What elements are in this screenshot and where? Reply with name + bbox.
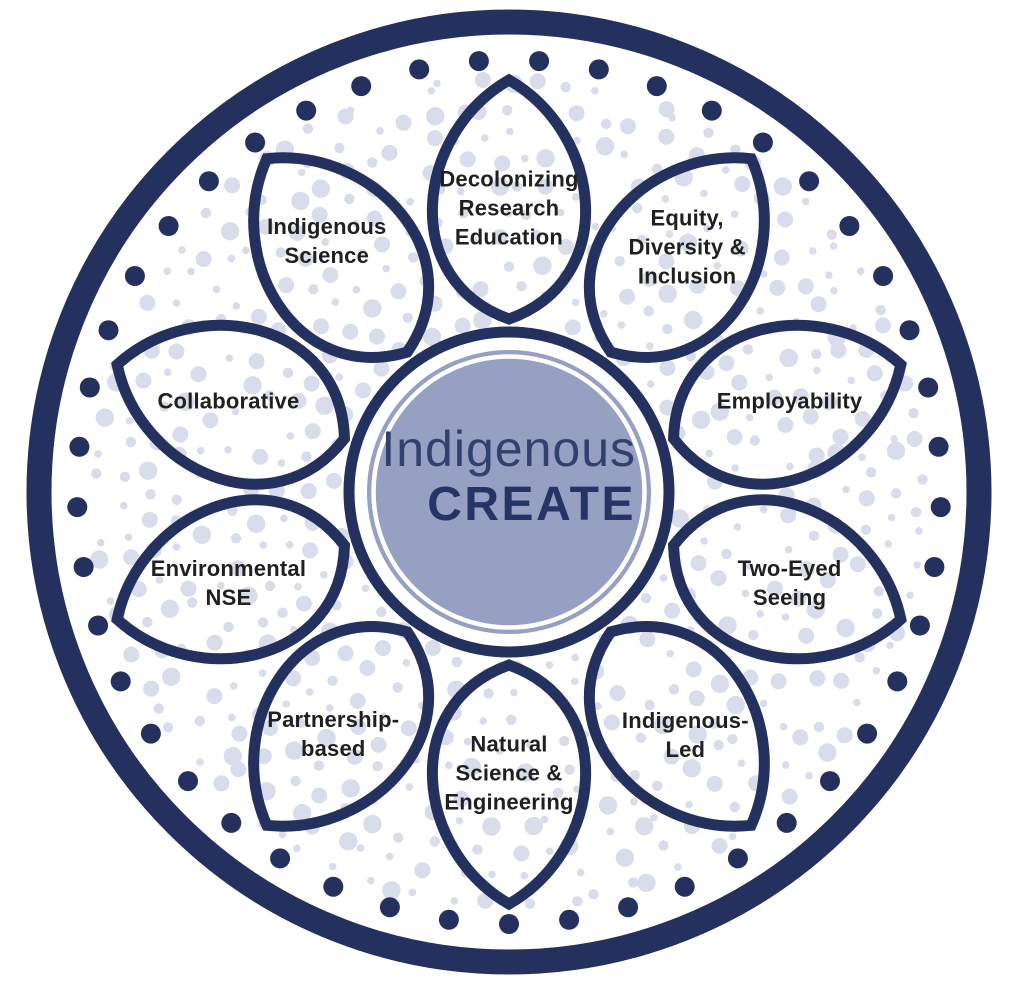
petal-label-line: Education [454, 224, 564, 250]
petal-label-line: based [300, 735, 366, 761]
petal-label-line: Indigenous- [621, 707, 749, 733]
petal-label-line: Diversity & [628, 234, 746, 260]
petal-label-line: Environmental [150, 556, 307, 582]
center-title-line2: CREATE [427, 478, 636, 531]
petal-label-line: Research [458, 195, 560, 221]
petal-outline-natural-science-engineering [427, 659, 591, 911]
petal-outline-indigenous-led [584, 621, 770, 832]
petal-label-line: Partnership- [267, 706, 400, 732]
petal-label-line: Inclusion [637, 263, 737, 289]
petal-outline-employability [667, 319, 907, 490]
petal-label-line: Decolonizing [439, 166, 579, 192]
center-inner-ring [371, 354, 647, 630]
petal-label-line: Led [665, 736, 706, 762]
petal-label-line: Indigenous [267, 214, 387, 240]
petal-outline-decolonizing-research-education [427, 73, 591, 325]
petal-ring [111, 73, 907, 911]
petal-label-equity-diversity-inclusion: Equity, Diversity & Inclusion [577, 203, 797, 290]
petal-outline-partnership-based [248, 621, 434, 832]
petal-label-line: Natural [470, 731, 548, 757]
petal-label-line: Seeing [752, 585, 827, 611]
petal-label-indigenous-led: Indigenous- Led [575, 706, 795, 764]
petal-label-line: Employability [716, 388, 863, 414]
petal-label-partnership-based: Partnership-based [223, 705, 443, 763]
petal-outline-indigenous-science [248, 152, 434, 363]
petal-label-line: Equity, [650, 205, 724, 231]
petal-label-line: Science [284, 243, 370, 269]
petal-label-line: Engineering [444, 789, 574, 815]
petal-outline-collaborative [111, 319, 351, 490]
center-title-line1: Indigenous [381, 421, 636, 477]
center-medallion [343, 326, 675, 658]
petal-label-employability: Employability [680, 386, 900, 415]
center-title: Indigenous CREATE [381, 424, 636, 529]
petal-outline-environmental-nse [111, 494, 351, 665]
center-disc [367, 350, 651, 634]
petal-label-line: Two-Eyed [737, 556, 842, 582]
petal-label-line: NSE [205, 585, 252, 611]
petal-outline-equity-diversity-inclusion [584, 152, 770, 363]
rim-dot-ring [67, 51, 951, 934]
petal-label-line: Science & [455, 760, 563, 786]
halftone-dots [90, 72, 928, 909]
petal-label-collaborative: Collaborative [118, 386, 338, 415]
petal-outline-two-eyed-seeing [667, 494, 907, 665]
petal-label-line: Collaborative [157, 388, 300, 414]
